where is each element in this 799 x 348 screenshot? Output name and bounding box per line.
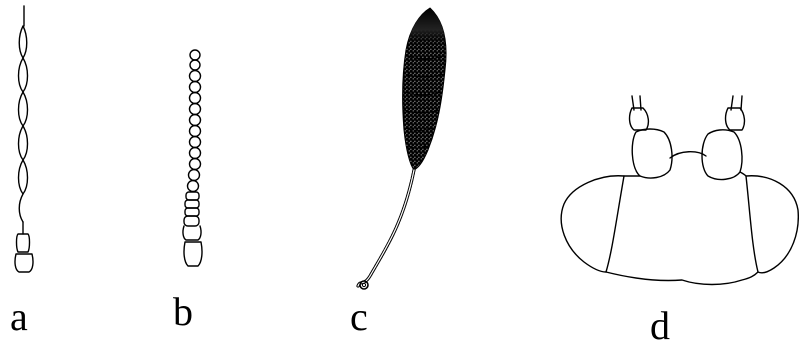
label-c: c (350, 297, 368, 337)
antenna-c (358, 8, 446, 289)
antenna-b (183, 50, 202, 266)
label-a: a (10, 297, 28, 337)
label-d: d (650, 306, 670, 346)
label-b: b (173, 292, 193, 332)
antenna-a (15, 6, 33, 272)
head-d (561, 96, 798, 285)
